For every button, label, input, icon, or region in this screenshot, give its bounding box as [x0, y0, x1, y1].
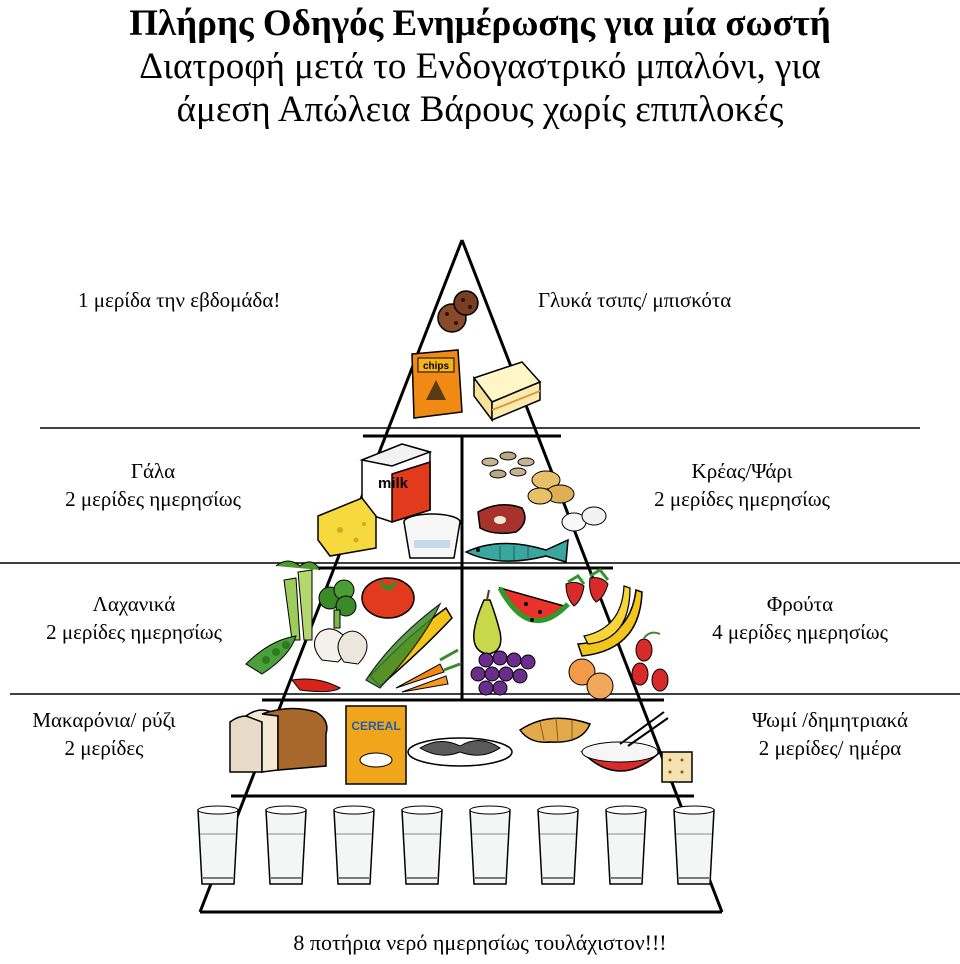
dairy-servings: 2 μερίδες ημερησίως: [65, 487, 241, 511]
bread-cereal-label: Ψωμί /δημητριακά 2 μερίδες/ ημέρα: [724, 706, 936, 762]
meat-servings: 2 μερίδες ημερησίως: [654, 487, 830, 511]
broccoli-icon: [318, 579, 357, 629]
cake-slice-icon: [472, 361, 542, 423]
dairy-name: Γάλα: [130, 459, 176, 483]
chips-label: chips: [423, 361, 450, 372]
water-glass-icon: [605, 805, 647, 885]
top-left-label: 1 μερίδα την εβδομάδα!: [78, 286, 280, 314]
bananas-icon: [576, 585, 643, 657]
top-right-label: Γλυκά τσιπς/ μπισκότα: [538, 286, 731, 314]
pasta-rice-label: Μακαρόνια/ ρύζι 2 μερίδες: [8, 706, 200, 762]
water-glass-icon: [469, 805, 511, 885]
bread-loaf-icon: [229, 707, 328, 773]
croissant-icon: [518, 717, 591, 743]
celery-icon: [275, 560, 321, 641]
sweets-frequency: 1 μερίδα την εβδομάδα!: [78, 288, 281, 312]
rice-bowl-icon: [580, 711, 669, 772]
peas-icon: [245, 635, 297, 675]
chicken-icon: [527, 470, 575, 505]
beans-icon: [481, 451, 535, 479]
cereal-label: CEREAL: [351, 719, 400, 733]
milk-label: milk: [378, 475, 409, 492]
corn-icon: [365, 602, 453, 689]
garlic-icon: [314, 628, 368, 665]
strawberries-icon: [565, 568, 610, 607]
spaghetti-icon: [407, 737, 513, 767]
vegetables-label: Λαχανικά 2 μερίδες ημερησίως: [20, 590, 248, 646]
fruit-label: Φρούτα 4 μερίδες ημερησίως: [684, 590, 916, 646]
fruit-name: Φρούτα: [766, 592, 834, 616]
watermelon-icon: [497, 586, 570, 624]
pasta-rice-name: Μακαρόνια/ ρύζι: [32, 708, 176, 732]
water-glass-icon: [265, 805, 307, 885]
fish-icon: [464, 538, 569, 563]
water-glass-icon: [537, 805, 579, 885]
crackers-icon: [661, 751, 693, 783]
eggs-icon: [561, 506, 607, 532]
pasta-rice-servings: 2 μερίδες: [64, 736, 144, 760]
vegetables-name: Λαχανικά: [92, 592, 176, 616]
meat-name: Κρέας/Ψάρι: [691, 459, 793, 483]
water-glass-icon: [401, 805, 443, 885]
steak-icon: [477, 504, 526, 535]
chips-bag-icon: chips: [411, 349, 463, 419]
carrots-icon: [395, 648, 461, 693]
pear-icon: [473, 589, 502, 655]
bread-cereal-servings: 2 μερίδες/ ημέρα: [758, 736, 902, 760]
cheese-icon: [317, 497, 377, 557]
chili-icon: [291, 678, 341, 693]
bread-cereal-name: Ψωμί /δημητριακά: [751, 708, 909, 732]
cherries-icon: [631, 631, 669, 692]
fruit-servings: 4 μερίδες ημερησίως: [712, 620, 888, 644]
title-line-3: άμεση Απώλεια Βάρους χωρίς επιπλοκές: [176, 89, 784, 130]
water-glass-icon: [197, 805, 239, 885]
title-line-1: Πλήρης Οδηγός Ενημέρωσης για μία σωστή: [129, 3, 831, 44]
water-glasses: [197, 805, 715, 885]
sweets-name: Γλυκά τσιπς/ μπισκότα: [538, 288, 732, 312]
yogurt-icon: [403, 513, 461, 559]
water-footer: 8 ποτήρια νερό ημερησίως τουλάχιστον!!!: [293, 930, 667, 955]
peach-icon: [568, 658, 614, 700]
page-title: Πλήρης Οδηγός Ενημέρωσης για μία σωστή Δ…: [0, 2, 960, 131]
vegetables-servings: 2 μερίδες ημερησίως: [46, 620, 222, 644]
meat-label: Κρέας/Ψάρι 2 μερίδες ημερησίως: [628, 457, 856, 513]
tomato-icon: [361, 577, 415, 619]
water-glass-icon: [333, 805, 375, 885]
title-line-2: Διατροφή μετά το Ενδογαστρικό μπαλόνι, γ…: [139, 46, 821, 87]
dairy-label: Γάλα 2 μερίδες ημερησίως: [40, 457, 266, 513]
cereal-box-icon: CEREAL: [345, 705, 407, 785]
grapes-icon: [470, 650, 536, 696]
water-glass-icon: [673, 805, 715, 885]
milk-carton-icon: milk: [359, 443, 433, 524]
cookies-icon: [437, 290, 479, 333]
